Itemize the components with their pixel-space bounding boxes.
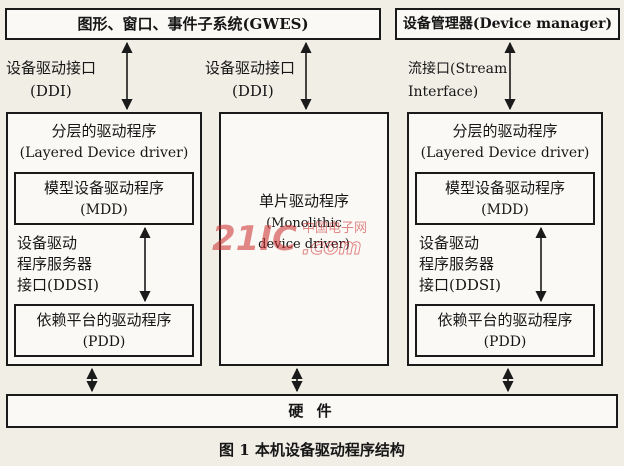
right-mdd-label: 模型设备驱动程序 bbox=[444, 179, 565, 197]
monolithic-subtitle-2: device driver) bbox=[258, 237, 350, 252]
left-ddsi-label-1: 设备驱动 bbox=[17, 234, 78, 252]
svg-text:21IC: 21IC bbox=[212, 219, 297, 259]
stream-interface-label-2: Interface) bbox=[408, 84, 479, 100]
svg-text:中国电子网: 中国电子网 bbox=[302, 221, 367, 236]
right-pdd-label: 依赖平台的驱动程序 bbox=[437, 311, 573, 329]
left-mdd-abbr: (MDD) bbox=[80, 202, 128, 218]
left-pdd-label: 依赖平台的驱动程序 bbox=[36, 311, 172, 329]
device-manager-label: 设备管理器(Device manager) bbox=[402, 16, 613, 32]
left-pdd-box bbox=[14, 304, 194, 357]
svg-text:.com: .com bbox=[302, 235, 361, 260]
right-ddsi-label-3: 接口(DDSI) bbox=[419, 276, 501, 294]
left-mdd-label: 模型设备驱动程序 bbox=[43, 179, 164, 197]
monolithic-subtitle-1: (Monolithic bbox=[266, 216, 342, 231]
ddi-mid-label-2: (DDI) bbox=[232, 82, 274, 100]
right-ddsi-label-1: 设备驱动 bbox=[419, 234, 480, 252]
ddi-left-label-1: 设备驱动接口 bbox=[6, 59, 97, 77]
right-pdd-abbr: (PDD) bbox=[483, 334, 527, 350]
ddi-left-label-2: (DDI) bbox=[30, 82, 72, 100]
gwes-box bbox=[5, 8, 381, 40]
left-pdd-abbr: (PDD) bbox=[82, 334, 126, 350]
monolithic-title: 单片驱动程序 bbox=[258, 192, 349, 210]
left-ddsi-label-2: 程序服务器 bbox=[17, 255, 93, 273]
left-layered-title: 分层的驱动程序 bbox=[51, 122, 157, 140]
stream-interface-label-1: 流接口(Stream bbox=[408, 61, 508, 77]
watermark-logo: 21IC 中国电子网 .com bbox=[212, 219, 367, 260]
left-layered-subtitle: (Layered Device driver) bbox=[19, 145, 189, 161]
left-mdd-box bbox=[14, 172, 194, 225]
monolithic-driver-box bbox=[219, 112, 389, 366]
right-pdd-box bbox=[415, 304, 595, 357]
hardware-box bbox=[6, 394, 618, 428]
gwes-label: 图形、窗口、事件子系统(GWES) bbox=[77, 15, 309, 33]
figure-caption: 图 1 本机设备驱动程序结构 bbox=[219, 441, 405, 459]
left-ddsi-label-3: 接口(DDSI) bbox=[17, 276, 99, 294]
right-layered-title: 分层的驱动程序 bbox=[452, 122, 558, 140]
right-mdd-abbr: (MDD) bbox=[481, 202, 529, 218]
right-layered-subtitle: (Layered Device driver) bbox=[420, 145, 590, 161]
device-manager-box bbox=[395, 8, 620, 40]
ddi-mid-label-1: 设备驱动接口 bbox=[205, 59, 296, 77]
right-ddsi-label-2: 程序服务器 bbox=[419, 255, 495, 273]
hardware-label: 硬 件 bbox=[288, 402, 336, 420]
right-mdd-box bbox=[415, 172, 595, 225]
